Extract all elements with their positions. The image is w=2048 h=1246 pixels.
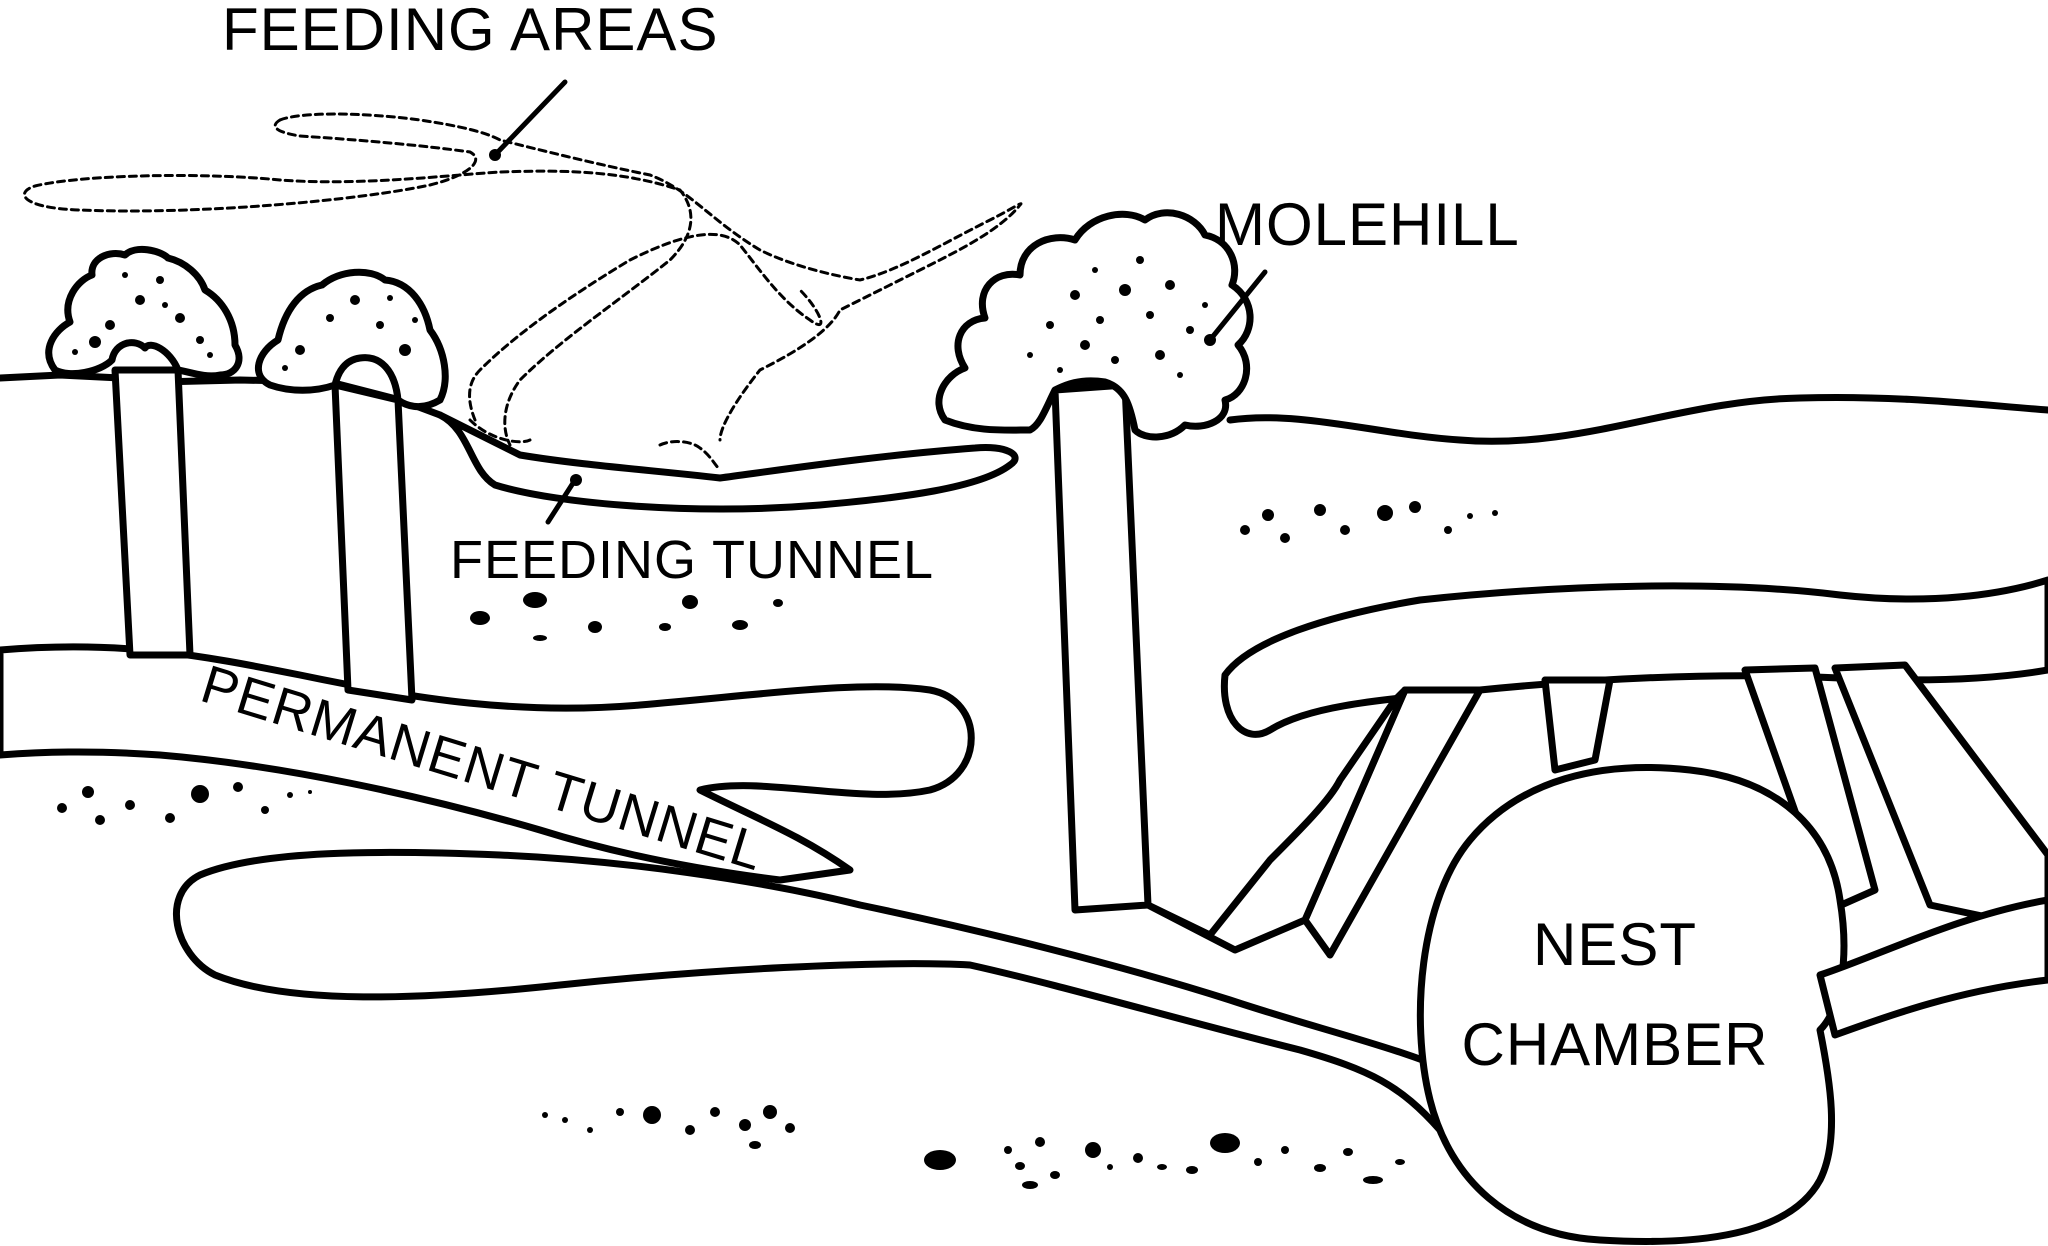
molehill-2-speckles (282, 295, 418, 371)
nest-branch-2 (1541, 676, 1614, 774)
lower-tunnel-loop (173, 848, 1474, 1134)
shaft-to-nest-tunnel (1144, 686, 1409, 954)
vertical-shaft-3 (1051, 381, 1152, 914)
molehill-1-speckles (72, 272, 213, 358)
nest-chamber (1416, 764, 1848, 1245)
feeding-areas-leader-dot (489, 149, 501, 161)
feeding-tunnel-label: FEEDING TUNNEL (450, 530, 934, 590)
feeding-tunnel-leader-dot (570, 474, 582, 486)
nest-label: NEST (1533, 911, 1697, 978)
right-upper-tunnel (1220, 576, 2048, 738)
molehill-leader (1207, 269, 1268, 343)
feeding-area-1 (278, 112, 1023, 442)
soil-specks-3 (57, 782, 312, 825)
feeding-areas-label: FEEDING AREAS (222, 0, 718, 63)
molehill-2 (255, 268, 449, 411)
feeding-tunnel (436, 411, 1019, 513)
vertical-shaft-1 (111, 366, 194, 659)
feeding-areas-leader (492, 79, 568, 158)
nest-branch-4 (1831, 661, 2048, 934)
feeding-area-5 (468, 418, 532, 444)
feeding-area-4 (658, 440, 722, 472)
molehill-label: MOLEHILL (1215, 191, 1520, 258)
chamber-label: CHAMBER (1461, 1011, 1768, 1078)
feeding-area-3 (468, 232, 823, 422)
feeding-area-2 (23, 118, 693, 447)
soil-specks-2 (1240, 501, 1498, 543)
ground-surface-right (1226, 393, 2048, 445)
soil-specks-4 (542, 1105, 1405, 1189)
permanent-tunnel (0, 643, 975, 884)
molehill-3-speckles (1027, 256, 1208, 378)
feeding-tunnel-leader (545, 477, 578, 525)
molehill-leader-dot (1204, 334, 1216, 346)
soil-specks-1 (470, 592, 783, 641)
vertical-shaft-2 (331, 381, 416, 704)
nest-exit-tunnel (1816, 896, 2048, 1039)
